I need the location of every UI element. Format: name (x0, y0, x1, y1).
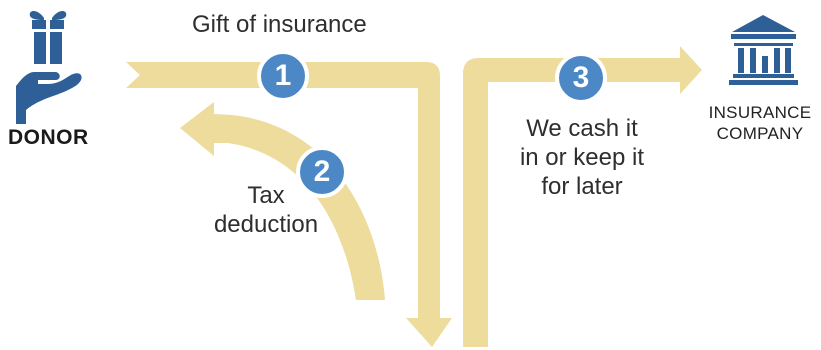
step-1-badge (257, 50, 309, 102)
step-2-badge (296, 146, 348, 198)
step-3-label-line2: in or keep it (519, 144, 645, 171)
company-label: INSURANCE COMPANY (700, 102, 820, 144)
step-3-label-line3: for later (541, 173, 623, 200)
arrow-to-company (463, 46, 702, 347)
step-2-label-line1: Tax (247, 182, 285, 209)
step-2-label-line2: deduction (213, 211, 319, 238)
company-label-line2: COMPANY (716, 124, 804, 143)
step-1-label: Gift of insurance (192, 11, 367, 38)
step-3-number: 3 (572, 61, 590, 94)
step-2-label: Tax deduction (196, 181, 336, 239)
step-3-label-line1: We cash it (526, 115, 638, 142)
donor-label: DONOR (8, 126, 89, 149)
bank-building-icon (729, 15, 798, 85)
step-3-badge (555, 52, 607, 104)
step-1-number: 1 (274, 59, 292, 92)
step-3-label: We cash it in or keep it for later (512, 114, 652, 201)
arrow-tax-deduction (180, 102, 385, 300)
arrow-gift-to-down (126, 62, 452, 347)
step-2-number: 2 (313, 155, 331, 188)
gift-in-hand-icon (16, 11, 82, 124)
company-label-line1: INSURANCE (708, 103, 812, 122)
